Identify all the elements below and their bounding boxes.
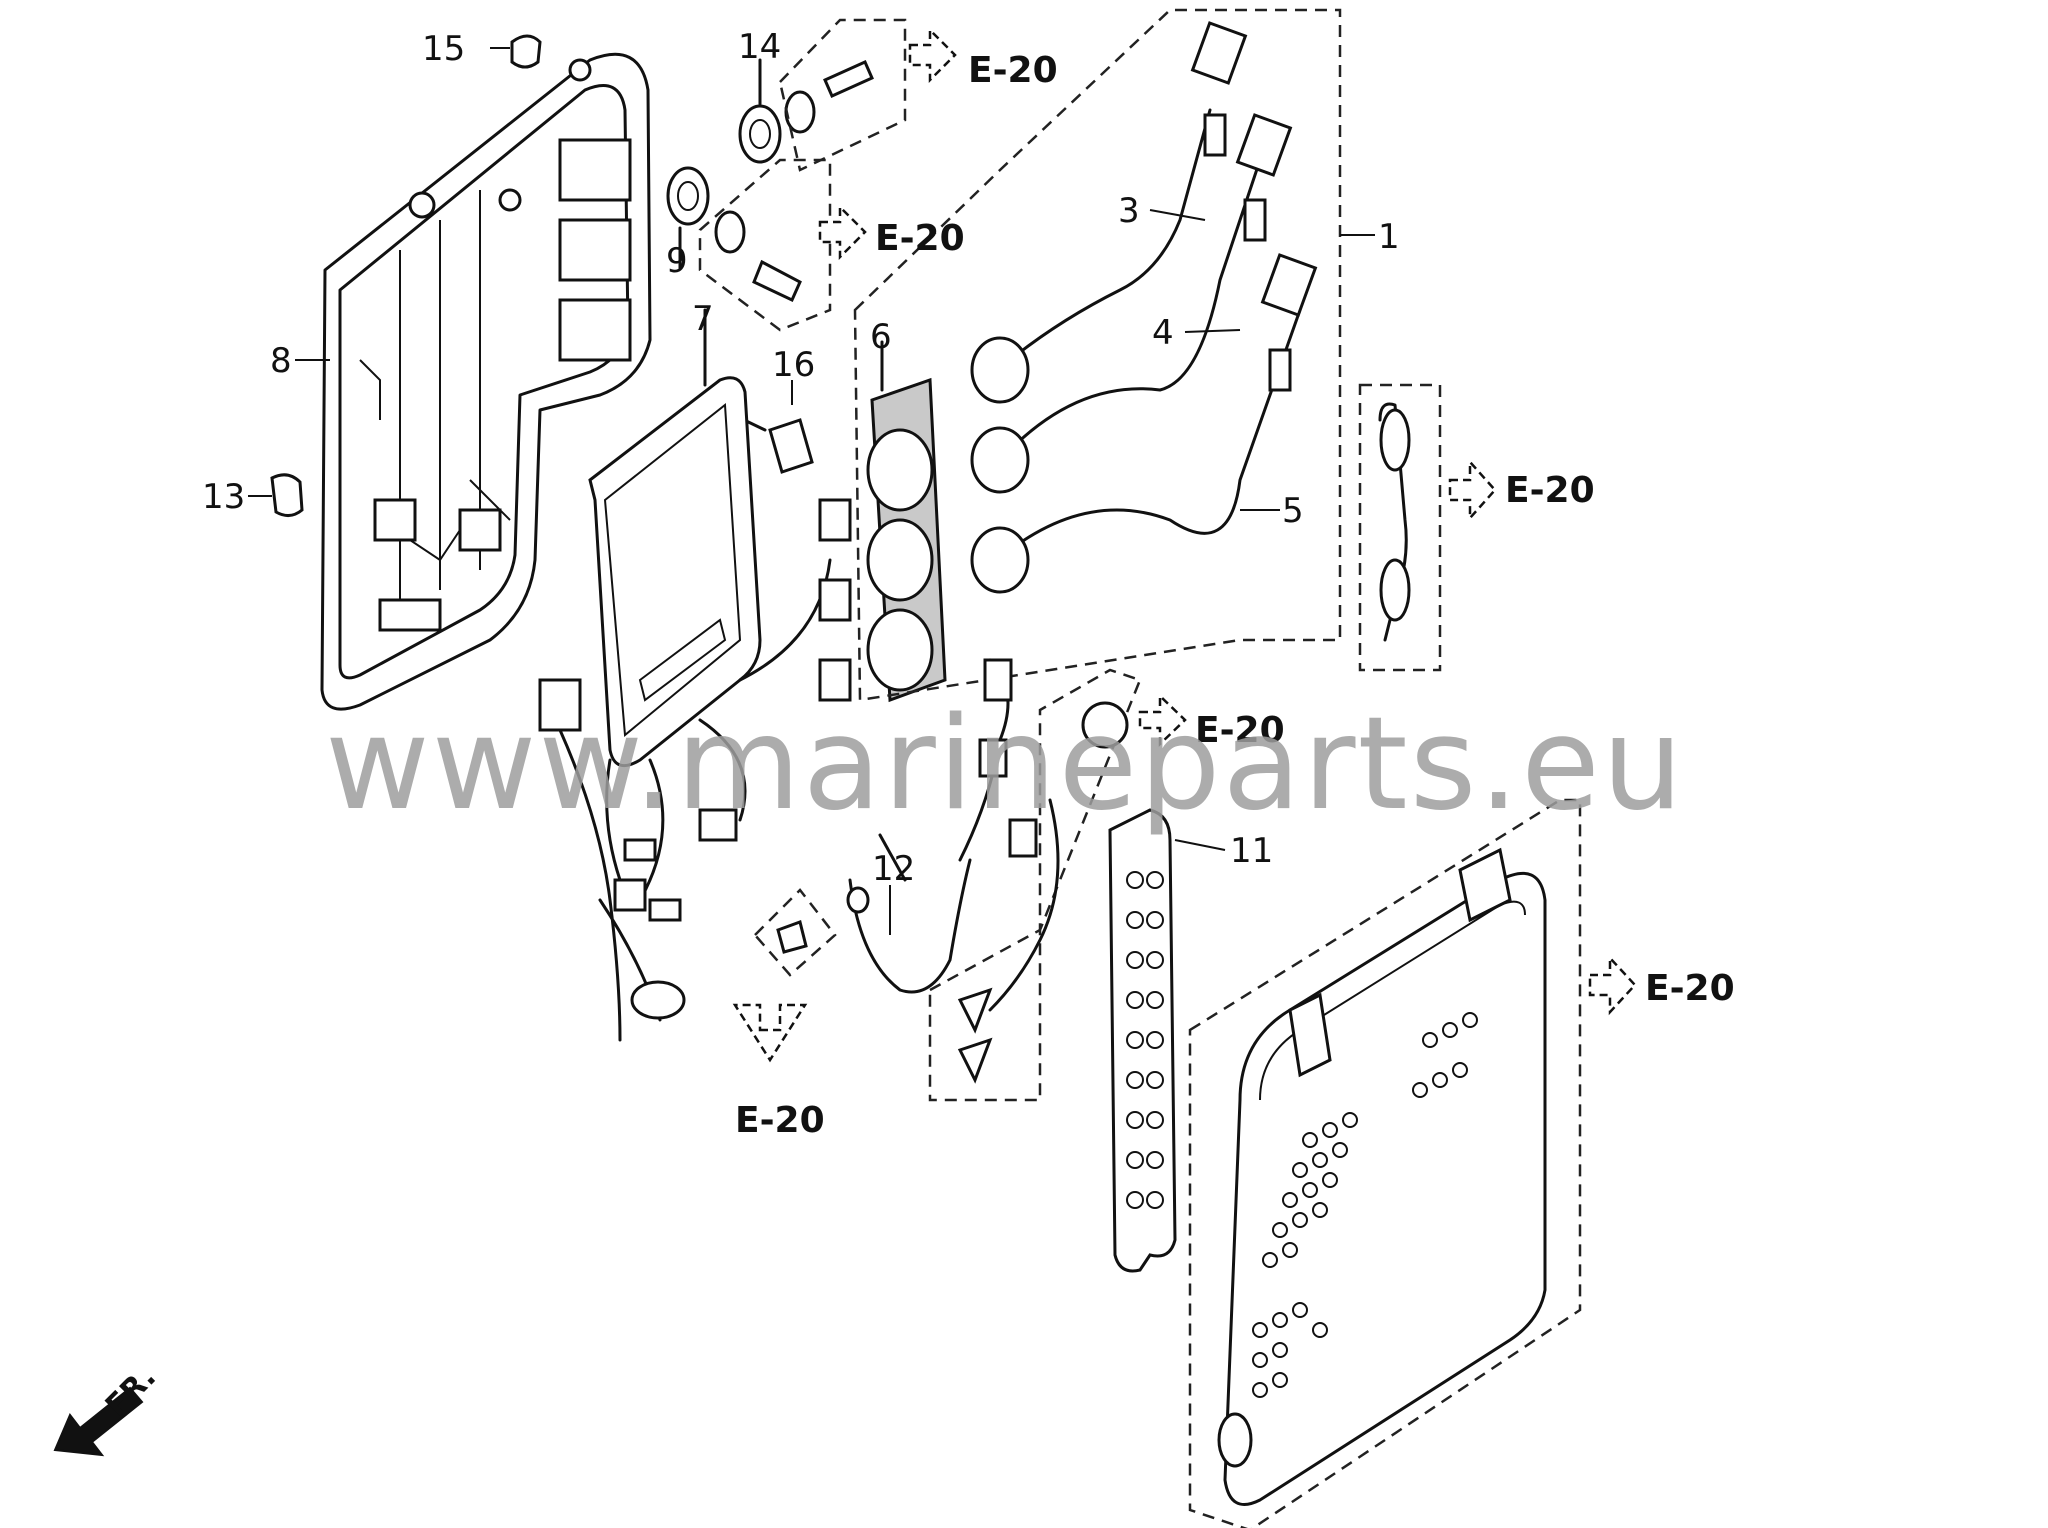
plug-cable-part-4 [970,113,1293,494]
rubber-strip-part-11 [1108,808,1177,1273]
harness-part-12 [846,658,1038,994]
reference-label-1: E-20 [968,50,1058,91]
callout-14: 14 [738,27,781,67]
grommet-part-9 [666,166,802,303]
control-unit-part-7 [538,308,852,912]
callout-5: 5 [1282,491,1304,531]
reference-arrow-4 [1138,693,1187,747]
grouping-box-1 [853,8,1342,702]
callout-13: 13 [202,477,245,517]
grouping-box-bolt [753,888,837,977]
reference-arrow-1 [908,26,957,84]
leader-lines [295,209,1375,935]
callout-4: 4 [1152,313,1174,353]
callout-8: 8 [270,341,292,381]
callout-1: 1 [1378,217,1400,257]
reference-arrow-6 [732,1003,808,1063]
grouping-box-9 [698,158,832,332]
callout-7: 7 [692,299,714,339]
front-direction-arrow-icon [53,1386,144,1457]
cover-panel [1217,847,1547,1506]
reference-arrow-3 [1448,458,1497,522]
watermark: www.marineparts.eu [325,690,1685,839]
plug-cable-part-5 [970,253,1318,594]
ignition-coil-part-6 [866,340,947,703]
callout-12: 12 [872,849,915,889]
ground-cable [928,668,1142,1102]
mounting-bracket-part-8 [320,52,652,711]
plug-cable-part-3 [970,21,1248,404]
callout-15: 15 [422,29,465,69]
reference-label-6: E-20 [735,1100,825,1141]
reference-label-3: E-20 [1505,470,1595,511]
bolt-part-16 [738,380,814,474]
callout-11: 11 [1230,831,1273,871]
callout-16: 16 [772,345,815,385]
callout-3: 3 [1118,191,1140,231]
screw [776,920,808,954]
reference-label-5: E-20 [1645,968,1735,1009]
reference-label-4: E-20 [1195,710,1285,751]
grouping-box-14 [778,18,907,172]
wiring-harness [558,728,686,1042]
reference-label-2: E-20 [875,218,965,259]
clamp-part-13 [248,473,304,517]
grommet-part-14 [738,58,874,164]
reference-arrow-5 [1588,954,1637,1016]
grouping-box-cover [1188,798,1582,1528]
callout-6: 6 [870,317,892,357]
wire-clip [1358,383,1442,672]
callout-9: 9 [666,241,688,281]
reference-arrow-2 [818,203,867,261]
clip-part-15 [490,34,542,69]
